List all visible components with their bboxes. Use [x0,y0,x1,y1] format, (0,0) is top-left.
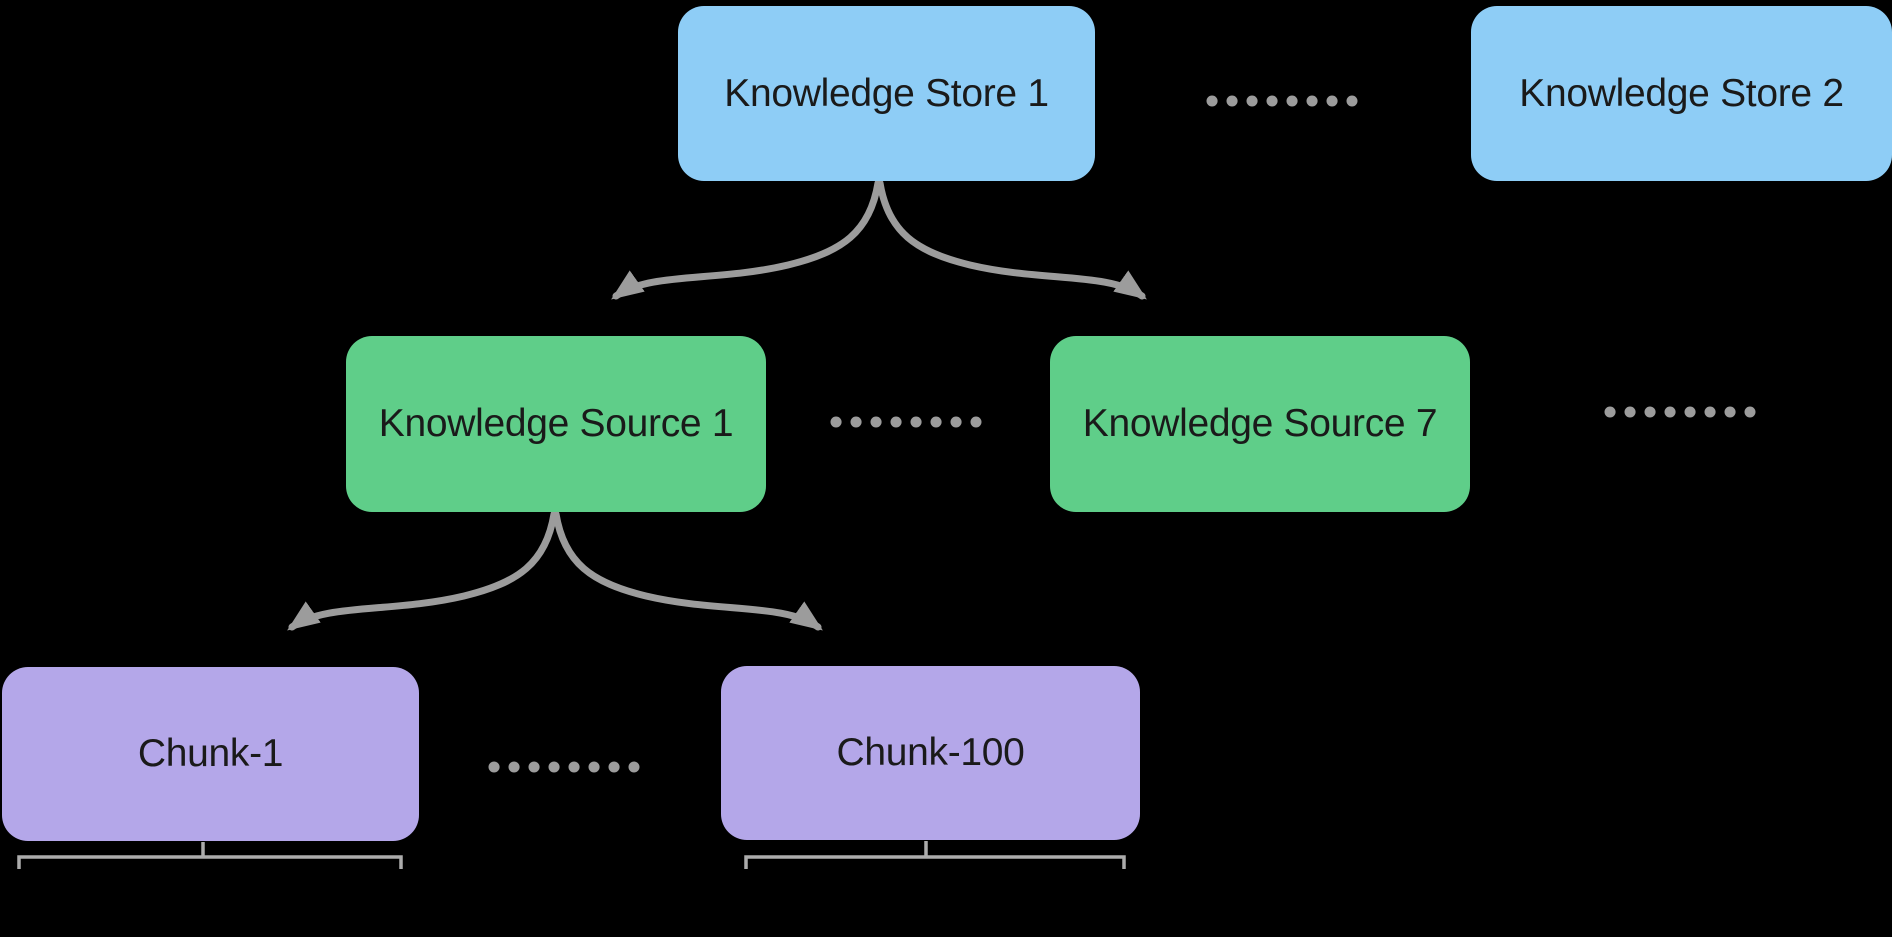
node-label: Knowledge Source 7 [1082,402,1438,445]
arrow-source1-to-chunk100 [552,510,823,631]
arrow-source1-to-chunk1 [287,510,558,631]
node-knowledge-store-2: Knowledge Store 2 [1471,6,1892,181]
bracket-under-chunk1 [17,842,403,869]
node-label: Chunk-100 [836,731,1025,774]
node-label: Knowledge Store 2 [1519,71,1844,115]
bracket-under-chunk100 [744,841,1126,869]
node-chunk-1: Chunk-1 [2,667,419,841]
node-chunk-100: Chunk-100 [721,666,1140,840]
node-label: Knowledge Store 1 [724,71,1049,115]
node-knowledge-store-1: Knowledge Store 1 [678,6,1095,181]
node-label: Chunk-1 [137,732,284,775]
node-knowledge-source-7: Knowledge Source 7 [1050,336,1470,512]
arrow-store1-to-source1 [611,179,882,300]
arrow-store1-to-source7 [876,179,1147,300]
node-label: Knowledge Source 1 [378,402,734,445]
node-knowledge-source-1: Knowledge Source 1 [346,336,766,512]
